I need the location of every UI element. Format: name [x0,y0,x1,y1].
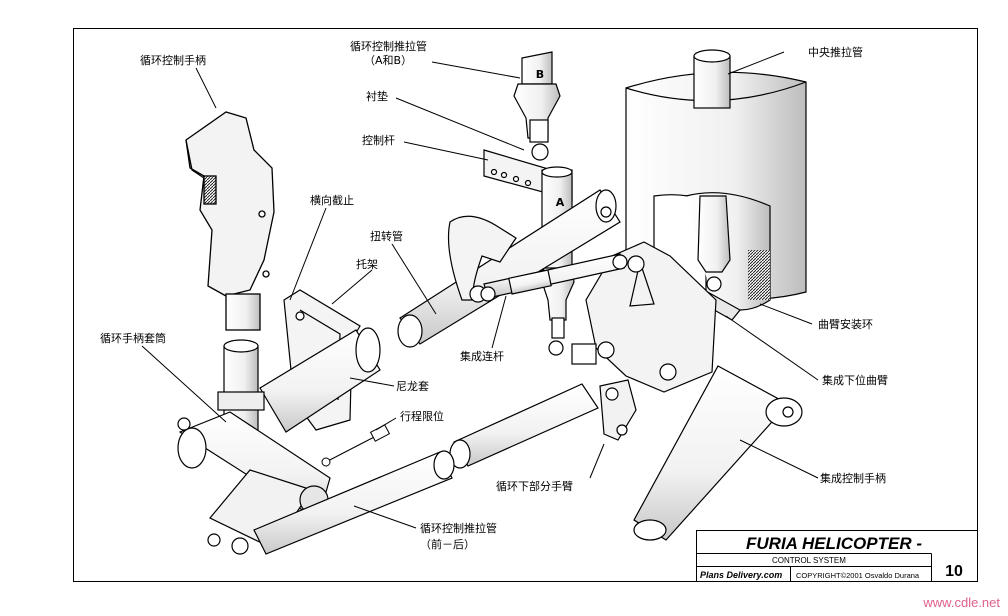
label-bellcrank-mount-ring: 曲臂安装环 [818,317,873,331]
nylon-sleeve [259,327,381,433]
fore-aft-push-pull-tube [253,450,455,555]
title-block-copyright: COPYRIGHT©2001 Osvaldo Durana [796,571,920,580]
label-cyclic-push-pull: 循环控制推拉管 [350,39,427,53]
label-lateral-stop: 横向截止 [310,193,354,207]
integrated-control-grip-tube [633,365,803,541]
label-cyclic-push-pull-fore-aft: 循环控制推拉管 [420,521,497,535]
title-block [696,530,978,582]
label-integrated-lower-bellcrank: 集成下位曲臂 [822,373,888,387]
title-block-publisher: Plans Delivery.com [700,570,782,580]
label-integrated-control-grip: 集成控制手柄 [820,471,886,485]
travel-limit-rod [321,424,391,467]
label-travel-limit: 行程限位 [400,409,444,423]
integrated-link-rod [480,253,628,302]
watermark: www.cdle.net [923,595,1000,610]
label-torque-tube: 扭转管 [370,229,403,243]
leader-lines [141,51,819,529]
label-bushing: 衬垫 [366,89,388,103]
torque-tube [397,189,621,348]
cyclic-lower-arm [449,379,637,469]
label-cyclic-lower-arm: 循环下部分手臂 [496,479,573,493]
drawing-frame [73,28,978,582]
label-control-rod: 控制杆 [362,133,395,147]
cyclic-cross-tube [177,411,331,555]
part-mark-a: A [556,196,565,209]
label-integrated-link: 集成连杆 [460,349,504,363]
label-cyclic-grip-sleeve: 循环手柄套筒 [100,331,166,345]
label-cyclic-push-pull-sub: （A和B） [364,54,412,67]
title-block-subtitle: CONTROL SYSTEM [772,556,846,565]
cyclic-grip-icon [185,111,275,331]
part-mark-b: B [536,68,544,81]
label-cyclic-push-pull-fore-aft-sub: （前－后） [420,537,475,551]
label-nylon-sleeve: 尼龙套 [396,380,429,393]
label-cyclic-grip: 循环控制手柄 [140,53,206,67]
label-bracket: 托架 [356,257,378,271]
lower-bellcrank [571,241,717,393]
title-block-title: FURIA HELICOPTER - [746,534,922,553]
push-pull-tube-b [513,51,561,161]
label-center-push-pull: 中央推拉管 [808,45,863,59]
title-block-page-number: 10 [945,563,963,580]
callout-labels: 循环控制手柄 循环控制推拉管 （A和B） 衬垫 控制杆 中央推拉管 横向截止 扭… [100,39,888,551]
